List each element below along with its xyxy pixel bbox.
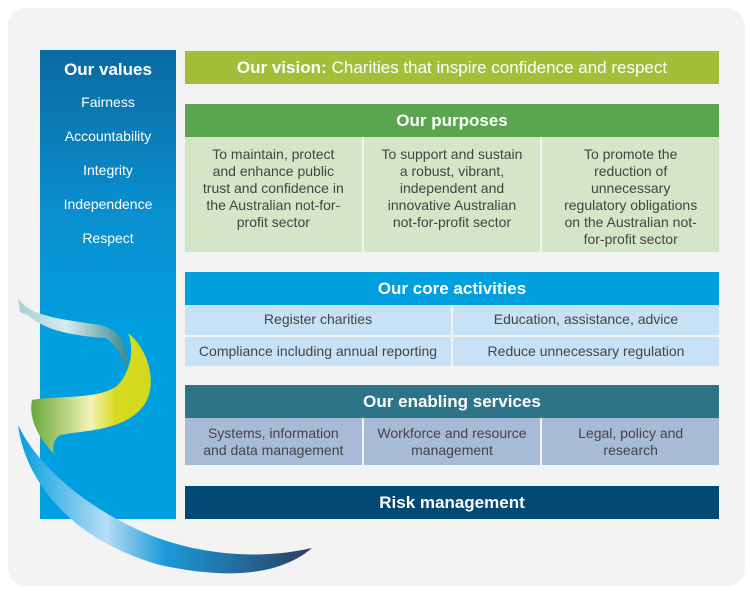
value-item: Respect bbox=[82, 230, 134, 246]
enabling-service-item: Legal, policy and research bbox=[542, 418, 719, 465]
core-activity-item: Education, assistance, advice bbox=[453, 305, 719, 335]
value-item: Integrity bbox=[83, 162, 133, 178]
value-item: Accountability bbox=[64, 128, 152, 144]
core-activity-item: Compliance including annual reporting bbox=[185, 336, 451, 366]
blue-ribbon bbox=[18, 425, 312, 574]
teal-ribbon-body bbox=[18, 298, 127, 372]
enabling-services-header: Our enabling services bbox=[185, 385, 719, 418]
core-activity-item: Register charities bbox=[185, 305, 451, 335]
enabling-service-item: Workforce and resource management bbox=[363, 418, 541, 465]
risk-management-bar: Risk management bbox=[185, 486, 719, 519]
vision-label: Our vision: bbox=[236, 57, 327, 77]
vision-bar: Our vision: Charities that inspire confi… bbox=[185, 51, 719, 84]
purposes-header: Our purposes bbox=[185, 104, 719, 137]
values-column: Our values Fairness Accountability Integ… bbox=[40, 50, 176, 519]
core-activities-grid: Register charities Education, assistance… bbox=[185, 305, 719, 366]
purposes-grid: To maintain, protect and enhance public … bbox=[185, 137, 719, 252]
enabling-services-grid: Systems, information and data management… bbox=[185, 418, 719, 465]
purpose-item: To maintain, protect and enhance public … bbox=[185, 137, 362, 252]
value-item: Independence bbox=[63, 196, 153, 212]
vision-text: Charities that inspire confidence and re… bbox=[331, 57, 668, 77]
purpose-item: To support and sustain a robust, vibrant… bbox=[363, 137, 541, 252]
enabling-service-item: Systems, information and data management bbox=[185, 418, 362, 465]
values-title: Our values bbox=[64, 60, 152, 79]
core-activity-item: Reduce unnecessary regulation bbox=[453, 336, 719, 366]
purpose-item: To promote the reduction of unnecessary … bbox=[542, 137, 719, 252]
value-item: Fairness bbox=[81, 94, 135, 110]
green-ribbon bbox=[31, 333, 151, 455]
core-activities-header: Our core activities bbox=[185, 272, 719, 305]
